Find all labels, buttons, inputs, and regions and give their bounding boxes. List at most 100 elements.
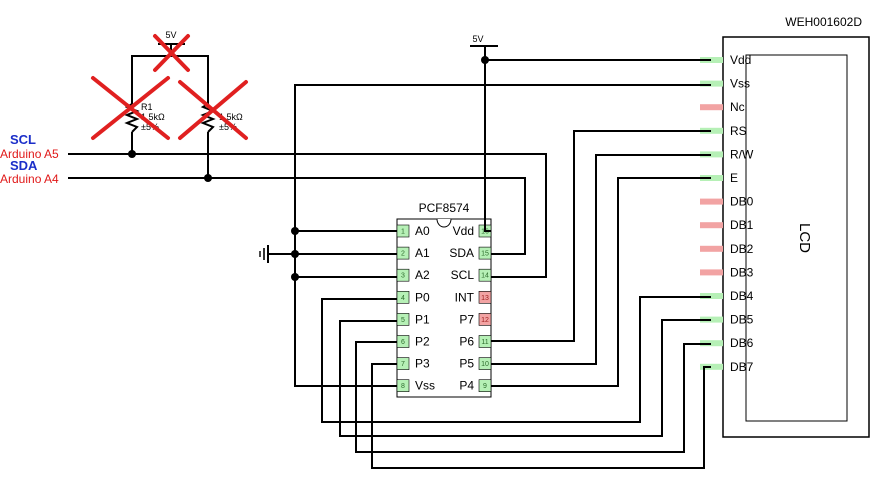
- lcd-pin-label: Vdd: [730, 53, 751, 67]
- r1-tolerance: ±5%: [141, 122, 159, 132]
- r1-value: 1.5kΩ: [141, 112, 165, 122]
- r2-tolerance: ±5%: [219, 122, 237, 132]
- wire-p3-db7: [371, 363, 711, 469]
- scl-label: SCL: [10, 132, 36, 147]
- ic-pin-a2: [396, 268, 410, 282]
- ic-pin-number: 13: [481, 295, 489, 302]
- ic-pin-number: 14: [481, 273, 489, 280]
- lcd-pin-label: R/W: [730, 147, 754, 161]
- ic-pin-number: 1: [401, 229, 405, 236]
- ic-pin-p1: [396, 313, 410, 326]
- lcd-pin-label: E: [730, 171, 738, 185]
- lcd-pin-db4: [700, 293, 723, 299]
- wire-sda: [68, 177, 526, 255]
- cross-mark-r2: [178, 80, 248, 140]
- lcd-pin-db2: [700, 245, 723, 252]
- power-label-mid: 5V: [472, 34, 483, 44]
- ic-pin-label: A1: [415, 246, 430, 260]
- ic-pin-label: P5: [459, 357, 474, 371]
- ic-pin-scl: [478, 268, 492, 282]
- lcd-pin-label: RS: [730, 124, 747, 138]
- ic-pin-label: SDA: [449, 246, 474, 260]
- ic-pin-label: P1: [415, 312, 430, 326]
- ic-pin-label: P4: [459, 379, 474, 393]
- r1-name: R1: [141, 102, 153, 112]
- ic-pin-label: P6: [459, 335, 474, 349]
- ic-notch: [436, 218, 452, 228]
- r2-value: 1.5kΩ: [219, 112, 243, 122]
- lcd-pin-e: [700, 175, 723, 181]
- ic-pin-label: Vss: [415, 379, 435, 393]
- lcd-pin-label: DB0: [730, 195, 754, 209]
- sda-label: SDA: [10, 158, 38, 173]
- ic-pin-number: 2: [401, 251, 405, 258]
- ic-pin-number: 4: [401, 295, 405, 302]
- lcd-pin-db7: [700, 363, 723, 370]
- lcd-pin-nc: [700, 104, 723, 111]
- ic-pin-label: Vdd: [453, 224, 474, 238]
- lcd-pin-db5: [700, 316, 723, 323]
- lcd-pin-db3: [700, 269, 723, 276]
- ic-pin-number: 12: [481, 317, 489, 324]
- power-label-top: 5V: [165, 30, 176, 40]
- lcd-pin-db0: [700, 198, 723, 205]
- lcd-pin-label: Nc: [730, 100, 745, 114]
- ic-pin-label: A0: [415, 224, 430, 238]
- wire-vdd-ic: [484, 47, 491, 232]
- lcd-pin-label: DB3: [730, 265, 754, 279]
- lcd-pin-label: DB5: [730, 313, 754, 327]
- ic-pin-number: 5: [401, 317, 405, 324]
- lcd-pin-label: DB1: [730, 218, 754, 232]
- wire-scl: [68, 153, 547, 278]
- junctions: [128, 56, 489, 281]
- wires: [68, 43, 711, 469]
- ic-pin-p0: [396, 290, 410, 304]
- lcd-pin-vss: [700, 80, 723, 87]
- ic-pin-label: P3: [415, 357, 430, 371]
- wire-p0-db4: [321, 296, 711, 423]
- wire-e-p4: [491, 177, 711, 387]
- wire-vss: [294, 84, 711, 387]
- ic-name: PCF8574: [419, 201, 470, 215]
- lcd-pin-label: Vss: [730, 77, 750, 91]
- ic-pin-label: P7: [459, 312, 474, 326]
- cross-mark-r1: [91, 76, 170, 140]
- ic-pin-number: 11: [481, 339, 488, 346]
- lcd-pin-vdd: [700, 57, 723, 63]
- ic-pin-number: 8: [401, 383, 405, 390]
- ic-pin-number: 3: [401, 273, 405, 280]
- lcd-pin-db6: [700, 340, 723, 347]
- lcd-pin-label: DB4: [730, 289, 754, 303]
- ic-pin-number: 9: [483, 383, 487, 390]
- lcd-pin-rs: [700, 127, 723, 134]
- ic-pin-label: P2: [415, 335, 430, 349]
- lcd-pin-label: DB6: [730, 336, 754, 350]
- ic-pin-number: 15: [481, 251, 489, 258]
- lcd-module: LCD: [722, 36, 870, 438]
- ic-pin-p7: [478, 313, 492, 326]
- ic-pin-number: 7: [401, 361, 405, 368]
- lcd-pin-label: DB7: [730, 360, 754, 374]
- wire-rs-p6: [491, 130, 711, 342]
- lcd-pin-label: DB2: [730, 242, 754, 256]
- scl-arduino-pin: Arduino A5: [0, 147, 59, 161]
- ic-pin-int: [478, 290, 492, 304]
- wire-rw-p5: [491, 154, 711, 365]
- ic-pin-number: 10: [481, 361, 489, 368]
- ic-pin-label: P0: [415, 290, 430, 304]
- ic-pin-label: A2: [415, 268, 430, 282]
- lcd-label: LCD: [796, 223, 813, 253]
- ic-pin-number: 6: [401, 339, 405, 346]
- lcd-pin-r-w: [700, 151, 723, 158]
- cross-mark-power: [153, 34, 190, 72]
- lcd-pin-db1: [700, 222, 723, 229]
- wire-p2-db6: [355, 341, 711, 453]
- ic-pin-label: INT: [455, 290, 475, 304]
- sda-arduino-pin: Arduino A4: [0, 172, 59, 186]
- lcd-part-number: WEH001602D: [785, 15, 862, 29]
- pcf8574-ic: PCF8574: [396, 201, 492, 398]
- ic-pin-label: SCL: [451, 268, 475, 282]
